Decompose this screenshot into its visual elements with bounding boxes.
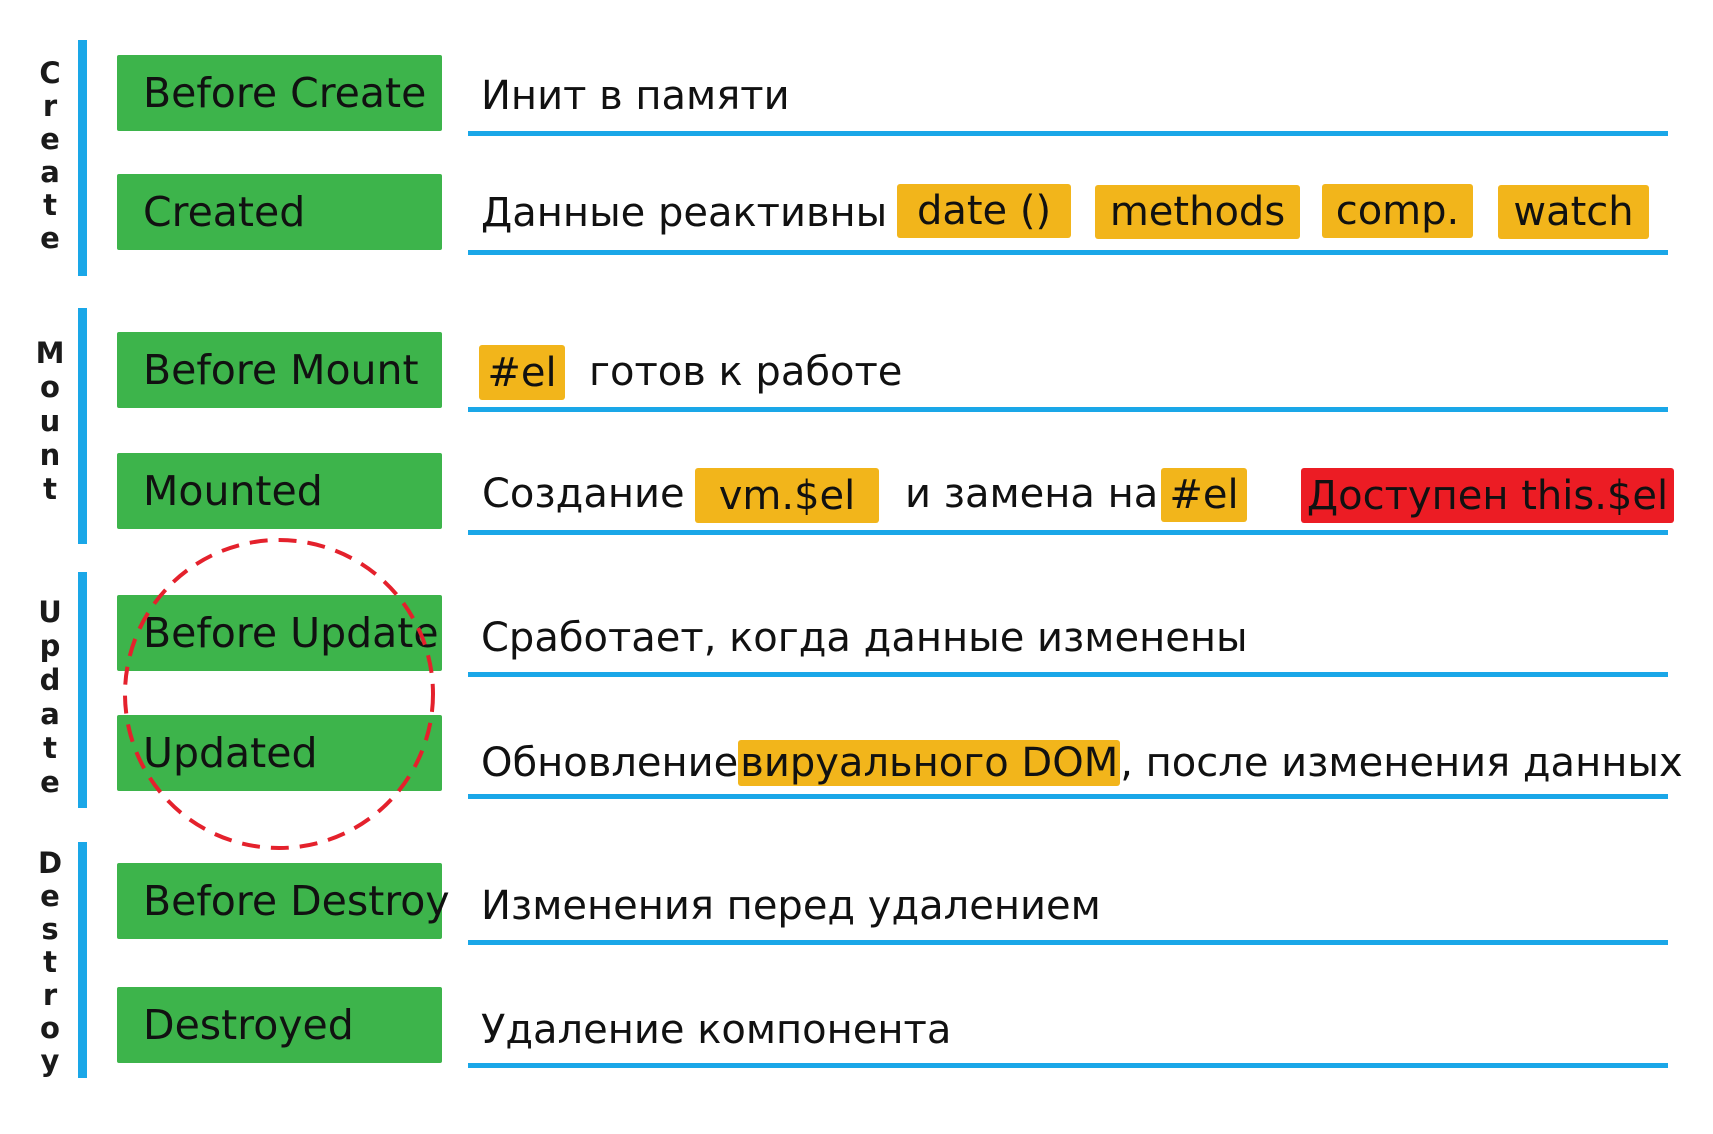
tag-this-el-available: Доступен this.$el — [1301, 468, 1674, 523]
row-updated-text: Обновление вируального DOM, после измене… — [481, 733, 1683, 793]
phase-label-create-letter: r — [42, 89, 58, 123]
phase-label-mount-letter: M — [35, 336, 65, 370]
phase-label-create-letter: C — [39, 56, 61, 90]
tag-methods: methods — [1095, 185, 1300, 239]
phase-label-mount-letter: o — [40, 370, 60, 404]
row-before-create-text: Инит в памяти — [481, 73, 790, 119]
row-before-destroy-text: Изменения перед удалением — [481, 883, 1101, 929]
row-mounted-rule — [468, 530, 1668, 535]
phase-bar-mount — [78, 308, 87, 544]
row-before-update-text: Сработает, когда данные изменены — [481, 615, 1248, 661]
phase-label-mount-letter: t — [43, 472, 57, 506]
phase-label-destroy-letter: t — [43, 945, 57, 979]
phase-bar-destroy — [78, 842, 87, 1078]
hook-before-create: Before Create — [117, 55, 442, 131]
tag-el-2: #el — [1161, 468, 1247, 522]
phase-label-mount-letter: n — [39, 438, 61, 472]
row-destroyed-text: Удаление компонента — [481, 1007, 952, 1053]
row-before-create-rule — [468, 131, 1668, 136]
row-created-text: Данные реактивны — [481, 190, 888, 236]
phase-bar-update — [78, 572, 87, 808]
phase-label-create-letter: t — [43, 188, 57, 222]
row-before-mount-rule — [468, 407, 1668, 412]
phase-label-destroy-letter: D — [37, 846, 63, 880]
phase-label-destroy-letter: y — [40, 1044, 60, 1078]
tag-vm-el: vm.$el — [695, 468, 879, 523]
row-updated-rule — [468, 794, 1668, 799]
hook-before-update: Before Update — [117, 595, 442, 671]
row-before-mount-text: готов к работе — [589, 349, 903, 395]
row-updated-suffix: , после изменения данных — [1120, 740, 1683, 786]
hook-before-mount: Before Mount — [117, 332, 442, 408]
phase-label-update-letter: a — [40, 697, 60, 731]
update-cycle-ellipse — [123, 538, 435, 850]
tag-virtual-dom: вируального DOM — [738, 740, 1121, 786]
row-before-destroy-rule — [468, 940, 1668, 945]
tag-comp: comp. — [1322, 184, 1473, 238]
row-updated-prefix: Обновление — [481, 740, 739, 786]
hook-updated: Updated — [117, 715, 442, 791]
tag-watch: watch — [1498, 185, 1649, 239]
hook-created: Created — [117, 174, 442, 250]
row-mounted-text-2: и замена на — [905, 471, 1159, 517]
hook-before-destroy: Before Destroy — [117, 863, 450, 939]
row-mounted-text-1: Создание — [482, 471, 685, 517]
tag-date: date () — [897, 184, 1071, 238]
phase-label-destroy-letter: r — [42, 978, 58, 1012]
phase-label-create-letter: e — [40, 122, 60, 156]
row-destroyed-rule — [468, 1063, 1668, 1068]
row-before-update-rule — [468, 672, 1668, 677]
phase-label-destroy-letter: s — [41, 912, 59, 946]
tag-el: #el — [479, 345, 565, 400]
hook-mounted: Mounted — [117, 453, 442, 529]
phase-bar-create — [78, 40, 87, 276]
phase-label-update-letter: U — [38, 595, 62, 629]
phase-label-destroy-letter: o — [40, 1011, 60, 1045]
phase-label-update-letter: d — [39, 663, 61, 697]
phase-label-create-letter: e — [40, 221, 60, 255]
phase-label-update-letter: p — [39, 629, 61, 663]
phase-label-destroy-letter: e — [40, 879, 60, 913]
row-created-rule — [468, 250, 1668, 255]
phase-label-update-letter: t — [43, 731, 57, 765]
hook-destroyed: Destroyed — [117, 987, 442, 1063]
phase-label-create-letter: a — [40, 155, 60, 189]
phase-label-mount-letter: u — [39, 404, 61, 438]
phase-label-update-letter: e — [40, 765, 60, 799]
